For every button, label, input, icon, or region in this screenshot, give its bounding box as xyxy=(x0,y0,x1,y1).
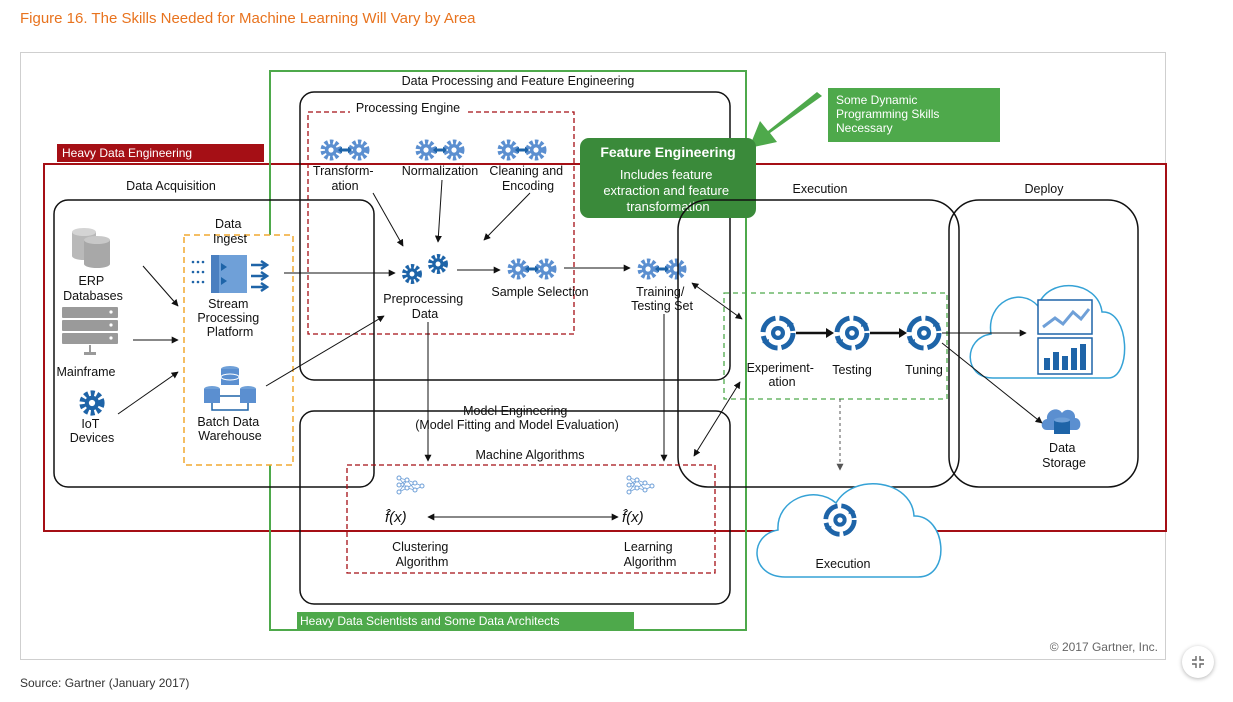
execution-box xyxy=(677,199,960,488)
clustering-network-icon xyxy=(396,475,425,495)
learning-network-icon xyxy=(626,475,655,495)
machine-algorithms-zone xyxy=(346,464,716,574)
model-engineering-title: Model Engineering (Model Fitting and Mod… xyxy=(415,404,619,432)
training-label: Training/ Testing Set xyxy=(631,285,693,313)
data-ingest-label: Data Ingest xyxy=(213,217,248,246)
learning-fx: f̂(x) xyxy=(622,509,644,526)
heavy-data-engineering-label-bg xyxy=(57,144,264,162)
dynamic-skills-label: Some Dynamic Programming Skills Necessar… xyxy=(836,93,943,135)
normalization-label: Normalization xyxy=(402,164,478,178)
expand-button[interactable] xyxy=(1182,646,1214,678)
cleaning-gear-icon xyxy=(500,142,544,158)
figure-title: Figure 16. The Skills Needed for Machine… xyxy=(20,10,476,27)
source-note: Source: Gartner (January 2017) xyxy=(20,676,190,690)
dynamic-skills-arrow xyxy=(749,92,822,148)
normalization-gear-icon xyxy=(418,142,462,158)
clustering-fx: f̂(x) xyxy=(385,509,407,526)
tuning-label: Tuning xyxy=(905,363,943,377)
feature-engineering-desc: Includes feature extraction and feature … xyxy=(603,167,732,214)
cloud-analytics-icon xyxy=(969,284,1126,379)
batch-label: Batch Data Warehouse xyxy=(197,415,262,443)
experimentation-label: Experiment- ation xyxy=(747,361,818,389)
transformation-gear-icon xyxy=(323,142,367,158)
processing-engine-title-text: Processing Engine xyxy=(356,101,460,115)
heavy-data-scientists-label-bg xyxy=(297,612,634,630)
data-storage-icon xyxy=(1041,409,1081,434)
preprocessing-label: Preprocessing Data xyxy=(383,292,466,321)
processing-box xyxy=(299,91,731,381)
mainframe-icon xyxy=(62,307,118,355)
testing-label: Testing xyxy=(832,363,872,377)
heavy-data-scientists-label: Heavy Data Scientists and Some Data Arch… xyxy=(300,614,559,628)
batch-warehouse-icon xyxy=(204,366,256,411)
mainframe-label: Mainframe xyxy=(56,365,115,379)
preprocessing-gear-icon xyxy=(404,256,445,281)
iot-label: IoT Devices xyxy=(70,417,114,445)
stream-label: Stream Processing Platform xyxy=(197,297,262,339)
collapse-icon xyxy=(1192,656,1204,668)
data-processing-title: Data Processing and Feature Engineering xyxy=(402,74,635,88)
clustering-label: Clustering Algorithm xyxy=(392,540,452,569)
heavy-data-engineering-label: Heavy Data Engineering xyxy=(62,146,192,160)
machine-algorithms-title: Machine Algorithms xyxy=(475,448,584,462)
testing-cycle-icon xyxy=(836,318,868,348)
data-acquisition-title: Data Acquisition xyxy=(126,179,216,193)
sample-selection-label: Sample Selection xyxy=(491,285,588,299)
deploy-box xyxy=(948,199,1139,488)
iot-gear-icon xyxy=(82,393,101,412)
cleaning-label: Cleaning and Encoding xyxy=(489,164,566,193)
deploy-title: Deploy xyxy=(1025,182,1065,196)
experimentation-cycle-icon xyxy=(762,318,794,348)
feature-engineering-title: Feature Engineering xyxy=(600,144,735,160)
execution-zone xyxy=(723,292,948,400)
tuning-cycle-icon xyxy=(908,318,940,348)
execution-cloud-label: Execution xyxy=(816,557,871,571)
dynamic-skills-box xyxy=(828,88,1000,142)
transformation-label: Transform- ation xyxy=(313,164,377,193)
database-icon xyxy=(72,228,110,268)
erp-label: ERP Databases xyxy=(63,274,123,303)
feature-engineering-box xyxy=(580,138,756,218)
execution-title: Execution xyxy=(793,182,848,196)
model-engineering-box xyxy=(299,410,731,605)
copyright: © 2017 Gartner, Inc. xyxy=(1050,640,1158,654)
sample-selection-gear-icon xyxy=(510,261,554,277)
data-acquisition-box xyxy=(53,199,375,488)
data-storage-label: Data Storage xyxy=(1042,441,1086,470)
stream-processing-icon xyxy=(191,255,270,293)
learning-label: Learning Algorithm xyxy=(624,540,677,569)
